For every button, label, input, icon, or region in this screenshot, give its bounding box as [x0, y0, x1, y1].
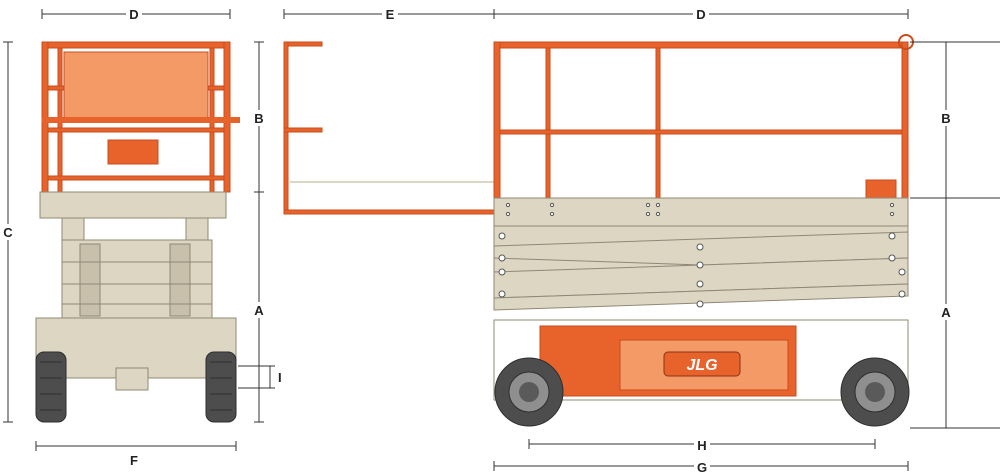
- scissor-arms: [493, 225, 909, 311]
- side-view: JLG: [283, 34, 914, 427]
- extension-deck-rail: [283, 41, 497, 215]
- front-wheel: [494, 357, 564, 427]
- front-scissor-stack: [61, 217, 213, 319]
- label-a-front: A: [254, 303, 264, 318]
- rear-wheel: [840, 357, 910, 427]
- label-e: E: [386, 7, 395, 22]
- front-extension-bar: [42, 117, 240, 123]
- deck-bolts: [505, 202, 895, 217]
- front-platform-base: [39, 191, 227, 219]
- side-guardrail: [493, 41, 909, 199]
- label-d-side: D: [696, 7, 705, 22]
- label-f: F: [130, 453, 138, 468]
- side-platform-deck: [493, 197, 909, 227]
- label-g: G: [697, 460, 707, 475]
- label-a-side: A: [941, 305, 951, 320]
- dimension-labels: D E D C B A I F H G B A: [0, 6, 954, 475]
- front-tire-right: [205, 351, 237, 423]
- label-i: I: [278, 370, 282, 385]
- front-chassis-box: [115, 367, 149, 391]
- front-tire-left: [35, 351, 67, 423]
- front-deck-panel: [63, 51, 209, 119]
- front-control-box: [107, 139, 159, 165]
- jlg-logo: JLG: [663, 351, 741, 377]
- label-d-front: D: [129, 7, 138, 22]
- label-h: H: [697, 438, 706, 453]
- label-c: C: [3, 225, 13, 240]
- front-view: [35, 41, 240, 423]
- brand-logo-text: JLG: [686, 357, 717, 374]
- scissor-pins: [498, 232, 906, 308]
- label-b-front: B: [254, 111, 263, 126]
- label-b-side: B: [941, 111, 950, 126]
